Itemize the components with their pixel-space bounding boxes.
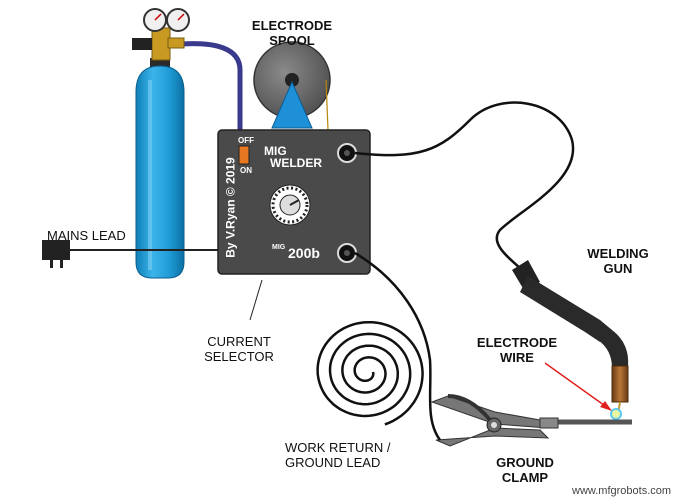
label-ground-clamp-line1: GROUND xyxy=(496,455,554,470)
on-off-switch[interactable] xyxy=(238,145,250,165)
gun-cable xyxy=(354,101,575,269)
mains-lead xyxy=(42,240,218,268)
arc-spark-icon xyxy=(610,408,622,420)
label-welding-gun-line1: WELDING xyxy=(587,246,649,261)
ground-socket-icon xyxy=(337,243,357,263)
ground-lead-coil xyxy=(316,251,442,441)
gauge-right-icon xyxy=(166,8,190,32)
label-electrode-spool-line1: ELECTRODE xyxy=(251,18,333,33)
machine-model-prefix: MIG xyxy=(272,244,286,251)
label-current-selector-line1: CURRENT xyxy=(207,334,271,349)
label-electrode-wire-line1: ELECTRODE xyxy=(476,335,558,350)
ground-clamp xyxy=(430,394,559,447)
gun-socket-icon xyxy=(337,143,357,163)
mains-plug-icon xyxy=(42,240,70,260)
machine-title-line1: MIG xyxy=(264,144,287,158)
machine-credit: By V.Ryan © 2019 xyxy=(223,157,238,258)
label-ground-clamp: GROUND CLAMP xyxy=(486,455,564,485)
label-ground-clamp-line2: CLAMP xyxy=(501,470,549,485)
gauge-left-icon xyxy=(143,8,167,32)
welder-machine xyxy=(217,129,371,275)
welding-gun xyxy=(512,260,629,420)
label-work-return: WORK RETURN / GROUND LEAD xyxy=(285,440,390,470)
label-electrode-spool-line2: SPOOL xyxy=(269,33,315,48)
label-electrode-spool: ELECTRODE SPOOL xyxy=(246,18,338,48)
switch-off-label: OFF xyxy=(238,136,254,145)
label-electrode-wire: ELECTRODE WIRE xyxy=(470,335,564,365)
machine-title-line2: WELDER xyxy=(270,156,322,170)
label-welding-gun: WELDING GUN xyxy=(578,246,658,276)
machine-model-number: 200b xyxy=(288,245,320,261)
label-work-return-line1: WORK RETURN / xyxy=(285,440,391,455)
label-current-selector: CURRENT SELECTOR xyxy=(196,334,282,364)
electrode-wire-pointer xyxy=(544,362,612,411)
watermark: www.mfgrobots.com xyxy=(572,485,672,497)
electrode-spool xyxy=(253,41,331,131)
current-selector-knob[interactable] xyxy=(269,184,311,226)
current-selector-pointer xyxy=(249,279,263,321)
label-electrode-wire-line2: WIRE xyxy=(500,350,534,365)
gas-hose xyxy=(181,41,243,130)
label-current-selector-line2: SELECTOR xyxy=(204,349,274,364)
label-mains-lead: MAINS LEAD xyxy=(47,228,126,243)
label-welding-gun-line2: GUN xyxy=(603,261,633,276)
label-work-return-line2: GROUND LEAD xyxy=(285,455,381,470)
switch-on-label: ON xyxy=(240,166,252,175)
gas-cylinder xyxy=(135,58,185,279)
gas-regulator xyxy=(132,8,190,61)
